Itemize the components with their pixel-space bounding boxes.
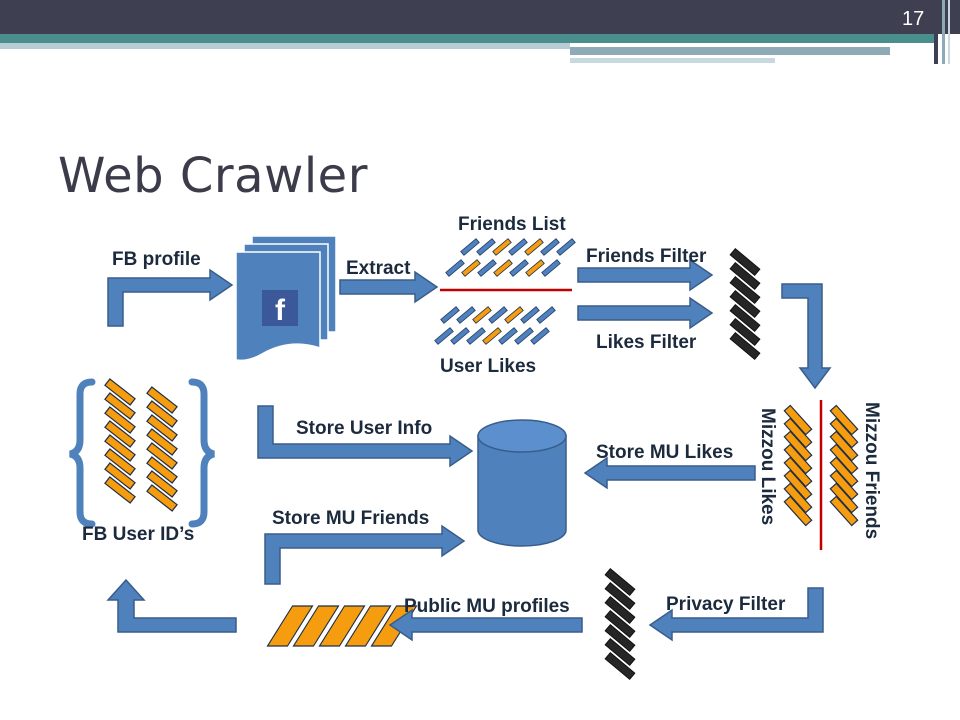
friends-filter-arrow bbox=[577, 258, 714, 292]
privacy-filter-label: Privacy Filter bbox=[666, 594, 786, 615]
extract-arrow bbox=[339, 270, 439, 304]
filtered-items-stack bbox=[729, 248, 761, 360]
mizzou-likes-items bbox=[783, 404, 813, 527]
user-likes-items bbox=[434, 306, 556, 345]
friends-filter-label: Friends Filter bbox=[586, 246, 707, 267]
store-mu-friends-arrow bbox=[264, 524, 466, 585]
header-dark-bar bbox=[0, 0, 960, 34]
mizzou-friends-items bbox=[829, 404, 859, 527]
header-right-stripe-2 bbox=[942, 0, 945, 64]
store-user-info-arrow bbox=[257, 405, 474, 468]
friends-list-label: Friends List bbox=[458, 214, 566, 235]
fb-user-ids-label: FB User ID’s bbox=[82, 524, 194, 545]
friends-list-items bbox=[445, 238, 576, 277]
public-mu-profiles-label: Public MU profiles bbox=[404, 596, 570, 617]
privacy-filtered-items-stack bbox=[604, 568, 636, 680]
facebook-document-icon: f bbox=[235, 235, 337, 362]
header-light-bar-2 bbox=[570, 47, 890, 55]
slide-title: Web Crawler bbox=[58, 148, 368, 204]
likes-filter-label: Likes Filter bbox=[596, 332, 697, 353]
curly-brace-right-icon bbox=[188, 378, 215, 528]
likes-filter-arrow bbox=[577, 296, 714, 330]
store-mu-likes-arrow bbox=[583, 456, 756, 490]
fb-profile-arrow bbox=[107, 268, 234, 327]
mizzou-likes-label: Mizzou Likes bbox=[757, 408, 778, 525]
header-teal-bar bbox=[0, 34, 935, 43]
loop-back-arrow bbox=[106, 578, 237, 633]
extract-label: Extract bbox=[346, 258, 411, 279]
page-number: 17 bbox=[902, 8, 925, 30]
curly-brace-left-icon bbox=[69, 378, 96, 528]
svg-text:f: f bbox=[275, 294, 286, 327]
header-light-bar-3 bbox=[570, 58, 775, 63]
fb-user-ids-items bbox=[104, 378, 178, 512]
mizzou-friends-label: Mizzou Friends bbox=[861, 402, 882, 539]
store-mu-friends-label: Store MU Friends bbox=[272, 508, 429, 529]
user-likes-label: User Likes bbox=[440, 356, 536, 377]
privacy-filter-arrow bbox=[648, 587, 824, 642]
store-user-info-label: Store User Info bbox=[296, 418, 432, 439]
header-right-stripe-3 bbox=[948, 0, 950, 64]
store-mu-likes-label: Store MU Likes bbox=[596, 442, 733, 463]
down-arrow-right bbox=[781, 283, 832, 390]
header-light-bar-1 bbox=[0, 43, 570, 49]
database-cylinder-icon bbox=[477, 419, 567, 547]
header-right-stripe-1 bbox=[934, 0, 938, 64]
fb-profile-label: FB profile bbox=[112, 249, 201, 270]
public-mu-profiles-arrow bbox=[388, 608, 583, 642]
